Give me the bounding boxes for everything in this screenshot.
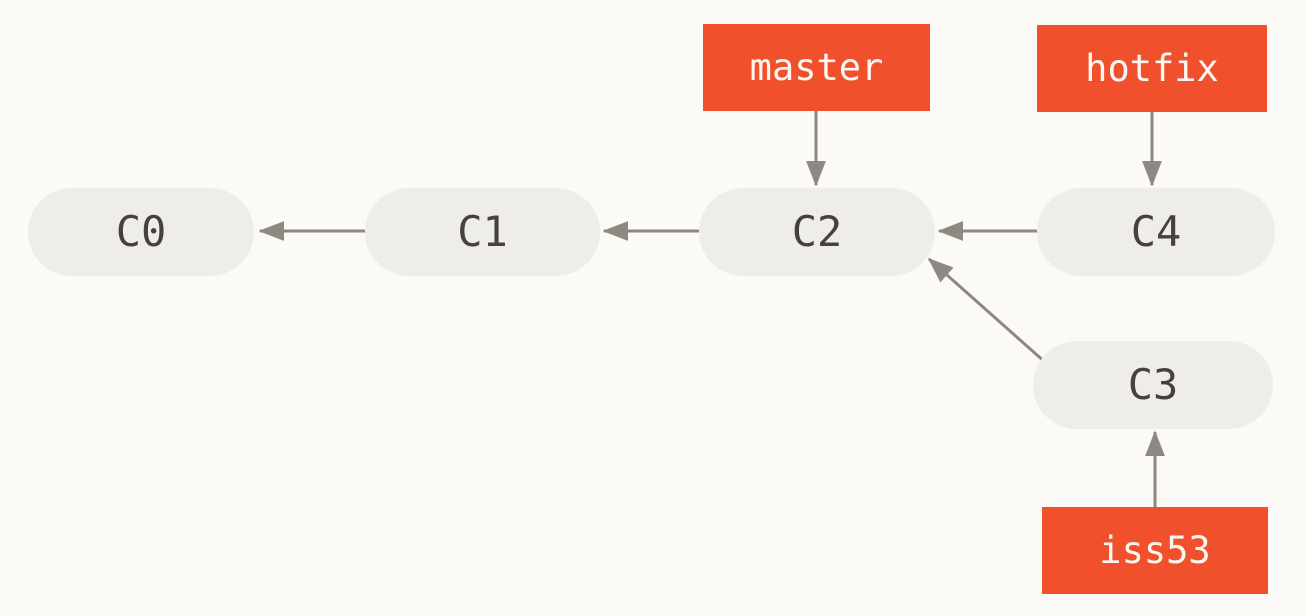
branch-label-iss53: iss53 — [1042, 507, 1268, 594]
branch-label-master: master — [703, 24, 930, 111]
branch-name: master — [749, 46, 884, 89]
commit-node-c0: C0 — [28, 188, 254, 276]
commit-node-c1: C1 — [365, 188, 600, 276]
commit-label: C3 — [1127, 360, 1179, 409]
branch-label-hotfix: hotfix — [1037, 25, 1267, 112]
commit-node-c2: C2 — [699, 188, 935, 276]
commit-label: C4 — [1130, 207, 1182, 256]
commit-label: C0 — [115, 207, 167, 256]
branch-name: iss53 — [1099, 529, 1211, 572]
commit-label: C2 — [791, 207, 843, 256]
arrow-c3-to-c2 — [927, 257, 1047, 365]
commit-node-c4: C4 — [1037, 188, 1275, 276]
commit-label: C1 — [457, 207, 508, 256]
branch-name: hotfix — [1085, 47, 1219, 90]
commit-node-c3: C3 — [1033, 341, 1273, 429]
